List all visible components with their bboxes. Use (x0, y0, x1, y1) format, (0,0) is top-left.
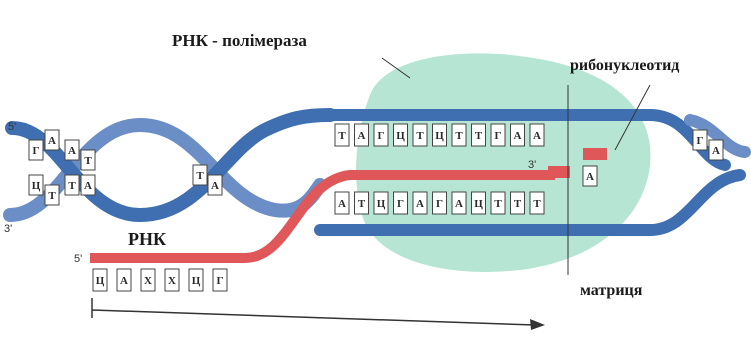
base-open-bottom: Т (355, 192, 369, 214)
rna-polymerase-body (356, 53, 650, 272)
end-rna-start-5: 5' (74, 253, 82, 265)
base-rna-tail: Х (141, 269, 155, 291)
base-letter: Х (168, 275, 176, 287)
base-letter: Г (217, 275, 224, 287)
base-open-top: А (530, 124, 544, 146)
base-letter: Г (397, 198, 404, 210)
base-open-top: Т (413, 124, 427, 146)
base-letter: Г (378, 130, 385, 142)
base-letter: Т (514, 198, 522, 210)
base-letter: Ц (396, 130, 405, 142)
base-open-bottom: Г (433, 192, 447, 214)
base-letter: Т (68, 180, 76, 192)
base-letter: Т (475, 130, 483, 142)
base-letter: А (211, 180, 219, 192)
end-bottom-left-3: 3' (4, 223, 12, 235)
base-open-bottom: Т (511, 192, 525, 214)
label-rna: РНК (128, 229, 166, 249)
base-letter: Т (494, 198, 502, 210)
base-open-top: Ц (394, 124, 408, 146)
base-letter: Ц (474, 198, 483, 210)
base-letter: Г (33, 145, 40, 157)
base-letter: Т (48, 190, 56, 202)
base-letter: Т (338, 130, 346, 142)
base-letter: А (84, 180, 92, 192)
base-open-bottom: Ц (472, 192, 486, 214)
base-open-bottom: А (335, 192, 349, 214)
base-open-bottom: А (413, 192, 427, 214)
base-rna-tail: Г (213, 269, 227, 291)
base-open-top: Т (472, 124, 486, 146)
label-ribonucleotide: рибонуклеотид (570, 57, 679, 74)
end-rna-3: 3' (528, 159, 536, 171)
base-open-bottom: Т (530, 192, 544, 214)
base-letter: Т (416, 130, 424, 142)
label-rna-polymerase: РНК - полімераза (172, 31, 307, 50)
direction-arrow-line (92, 310, 535, 325)
base-letter: А (455, 198, 463, 210)
base-letter: Т (84, 155, 92, 167)
base-open-top: Г (374, 124, 388, 146)
base-letter: А (358, 130, 366, 142)
base-letter: А (338, 198, 346, 210)
base-letter: А (416, 198, 424, 210)
base-open-top: А (355, 124, 369, 146)
base-rna-tail: Ц (93, 269, 107, 291)
base-open-bottom: А (452, 192, 466, 214)
base-rna-tail: А (117, 269, 131, 291)
direction-arrow-head (530, 319, 545, 330)
base-letter: Х (144, 275, 152, 287)
base-right-2: А (709, 140, 723, 160)
base-letter: Т (455, 130, 463, 142)
base-letter: Г (697, 135, 704, 147)
base-letter: А (120, 275, 128, 287)
base-open-top: Ц (433, 124, 447, 146)
base-letter: Ц (32, 180, 41, 192)
base-open-bottom: Г (394, 192, 408, 214)
base-letter: А (68, 145, 76, 157)
base-letter: Г (495, 130, 502, 142)
base-right-1: Г (693, 130, 707, 150)
base-letter: А (712, 145, 720, 157)
base-letter: Ц (435, 130, 444, 142)
base-letter: А (48, 135, 56, 147)
base-open-top: Т (335, 124, 349, 146)
base-letter: Т (533, 198, 541, 210)
base-open-top: Т (452, 124, 466, 146)
end-top-left-5: 5' (8, 121, 16, 133)
base-letter: А (586, 171, 594, 183)
label-template: матриця (580, 282, 643, 299)
base-open-top: А (511, 124, 525, 146)
base-open-bottom: Т (491, 192, 505, 214)
base-letter: Т (358, 198, 366, 210)
base-open-bottom: Ц (374, 192, 388, 214)
base-letter: А (533, 130, 541, 142)
base-letter: Г (436, 198, 443, 210)
base-rna-tail: Х (165, 269, 179, 291)
rna-end-segment (548, 166, 570, 178)
base-letter: Т (196, 170, 204, 182)
base-open-top: Г (491, 124, 505, 146)
base-letter: А (514, 130, 522, 142)
base-letter: Ц (96, 275, 105, 287)
base-letter: Ц (192, 275, 201, 287)
base-rna-tail: Ц (189, 269, 203, 291)
base-letter: Ц (377, 198, 386, 210)
